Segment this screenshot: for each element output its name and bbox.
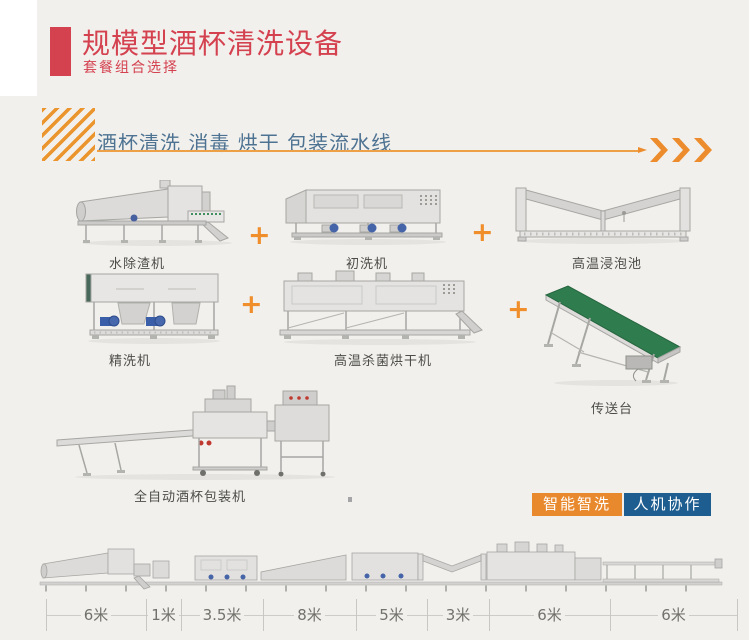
machine-label: 全自动酒杯包装机 bbox=[133, 490, 246, 505]
plus-icon: + bbox=[240, 289, 263, 320]
badge-human-machine: 人机协作 bbox=[624, 493, 711, 516]
ruler-tick bbox=[737, 599, 738, 631]
ruler-segment-label: 1米 bbox=[148, 606, 179, 624]
ruler-tick bbox=[610, 599, 611, 631]
machine-label: 初洗机 bbox=[345, 257, 388, 272]
machine-label: 水除渣机 bbox=[108, 257, 165, 272]
ruler-tick bbox=[146, 599, 147, 631]
machine-image-prewash bbox=[284, 186, 452, 246]
ruler-segment-label: 3米 bbox=[442, 606, 474, 624]
ruler-segment: 5米 bbox=[356, 605, 427, 625]
plus-icon: + bbox=[471, 217, 494, 248]
ruler-segment-label: 6米 bbox=[534, 606, 565, 624]
ruler-tick bbox=[181, 599, 182, 631]
ruler-segment: 6米 bbox=[46, 605, 146, 625]
machine-label: 高温杀菌烘干机 bbox=[333, 354, 432, 369]
ruler-segment: 3米 bbox=[427, 605, 489, 625]
machine-label: 高温浸泡池 bbox=[571, 257, 642, 272]
machine-image-deslag bbox=[72, 180, 242, 248]
striped-decoration bbox=[42, 108, 95, 161]
plus-icon: + bbox=[507, 294, 530, 325]
ruler-tick bbox=[427, 599, 428, 631]
ruler-tick bbox=[489, 599, 490, 631]
machine-label: 精洗机 bbox=[108, 354, 151, 369]
machine-image-packaging bbox=[55, 383, 335, 483]
ruler-segment-label: 6米 bbox=[658, 606, 689, 624]
chevron-arrows-icon bbox=[638, 135, 716, 165]
machine-label: 传送台 bbox=[590, 402, 633, 417]
banner-underline bbox=[97, 150, 640, 152]
ruler-segment-label: 8米 bbox=[294, 606, 325, 624]
ruler-tick bbox=[263, 599, 264, 631]
ruler-segment: 6米 bbox=[610, 605, 737, 625]
machine-image-finewash bbox=[84, 272, 224, 346]
ruler-segment: 1米 bbox=[146, 605, 181, 625]
badge-smart-wash: 智能智洗 bbox=[532, 493, 622, 516]
ruler-segment-label: 3.5米 bbox=[199, 606, 245, 624]
ruler-segment: 8米 bbox=[263, 605, 356, 625]
header-accent-bar bbox=[50, 27, 71, 76]
ruler-segment: 3.5米 bbox=[181, 605, 263, 625]
machine-image-sterilize-dry bbox=[276, 270, 484, 348]
page-subtitle: 套餐组合选择 bbox=[83, 60, 179, 76]
machine-image-soak-pool bbox=[512, 184, 694, 246]
page-title: 规模型酒杯清洗设备 bbox=[82, 27, 344, 60]
assembly-line-diagram bbox=[15, 536, 734, 596]
ruler-segment-label: 6米 bbox=[80, 606, 112, 624]
speck-artifact bbox=[348, 497, 352, 502]
ruler-tick bbox=[46, 599, 47, 631]
ruler-segment-label: 5米 bbox=[376, 606, 407, 624]
page-corner-mask bbox=[0, 0, 37, 96]
ruler-tick bbox=[356, 599, 357, 631]
ruler-segment: 6米 bbox=[489, 605, 610, 625]
plus-icon: + bbox=[248, 220, 271, 251]
machine-image-conveyor bbox=[542, 282, 684, 388]
